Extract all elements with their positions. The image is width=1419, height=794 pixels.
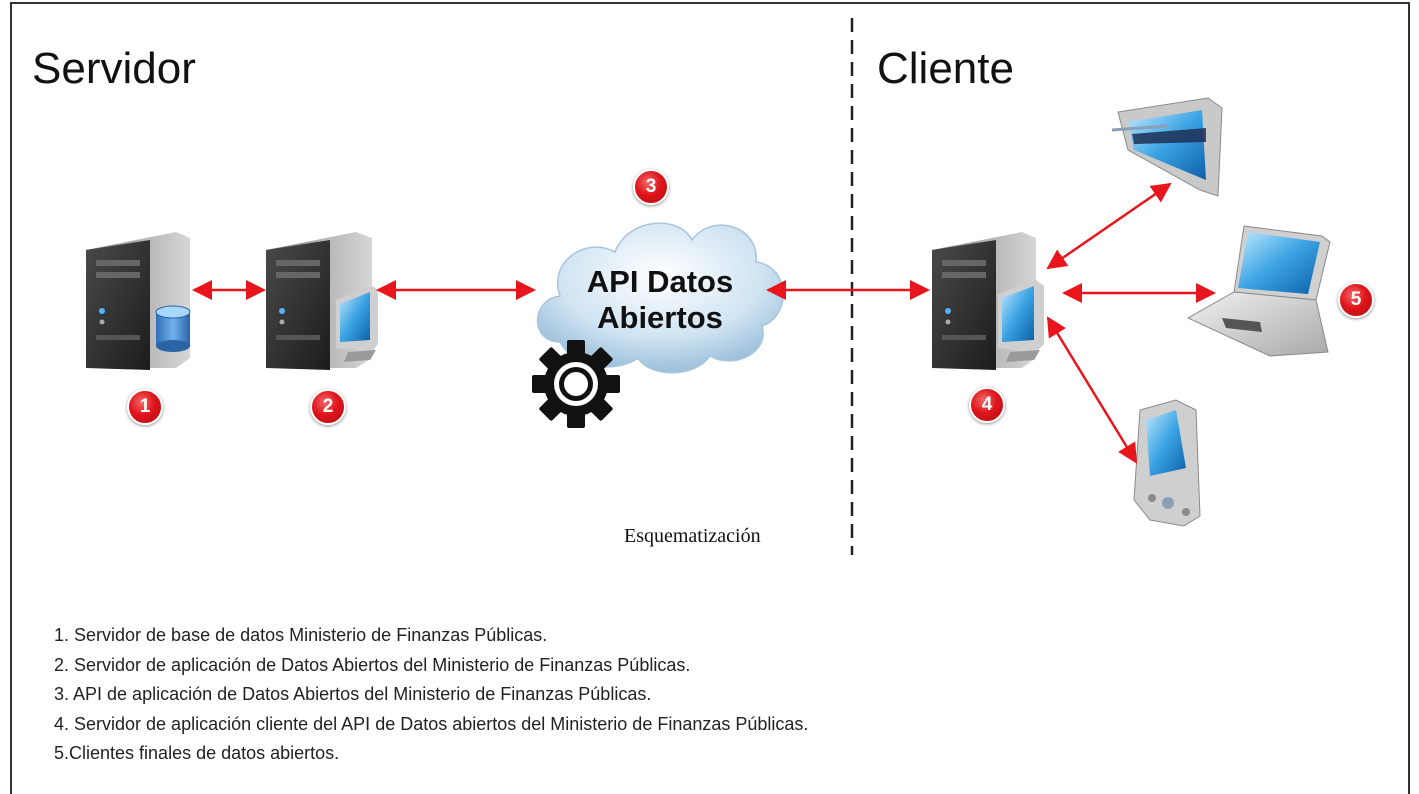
cloud-icon bbox=[536, 222, 784, 374]
badge-3: 3 bbox=[633, 169, 669, 205]
connection-arrows bbox=[192, 182, 1216, 464]
client-heading: Cliente bbox=[877, 44, 1014, 93]
badge-4: 4 bbox=[969, 387, 1005, 423]
server-heading: Servidor bbox=[32, 44, 196, 93]
gear-icon bbox=[532, 340, 620, 428]
cloud-label: API Datos Abiertos bbox=[560, 264, 760, 336]
diagram-caption: Esquematización bbox=[624, 525, 761, 547]
legend-item: 5.Clientes finales de datos abiertos. bbox=[54, 743, 340, 763]
cloud-label-line1: API Datos bbox=[586, 264, 734, 299]
pda-icon bbox=[1133, 399, 1201, 527]
diagram-frame bbox=[10, 2, 1410, 794]
client-server-icon bbox=[932, 232, 1044, 370]
arrow-server4-monitor bbox=[1046, 182, 1172, 270]
badge-5: 5 bbox=[1338, 282, 1374, 318]
database-server-icon bbox=[86, 232, 191, 370]
legend-item: 1. Servidor de base de datos Ministerio … bbox=[54, 625, 548, 645]
legend-list: 1. Servidor de base de datos Ministerio … bbox=[54, 621, 808, 769]
monitor-icon bbox=[1111, 97, 1223, 197]
application-server-icon bbox=[266, 232, 378, 370]
badge-1: 1 bbox=[127, 389, 163, 425]
legend-item: 2. Servidor de aplicación de Datos Abier… bbox=[54, 654, 691, 675]
laptop-icon bbox=[1186, 225, 1331, 357]
cloud-label-line2: Abiertos bbox=[597, 300, 723, 335]
arrow-server4-pda bbox=[1046, 316, 1138, 464]
legend-item: 3. API de aplicación de Datos Abiertos d… bbox=[54, 684, 652, 704]
badge-2: 2 bbox=[310, 389, 346, 425]
legend-item: 4. Servidor de aplicación cliente del AP… bbox=[54, 713, 809, 734]
